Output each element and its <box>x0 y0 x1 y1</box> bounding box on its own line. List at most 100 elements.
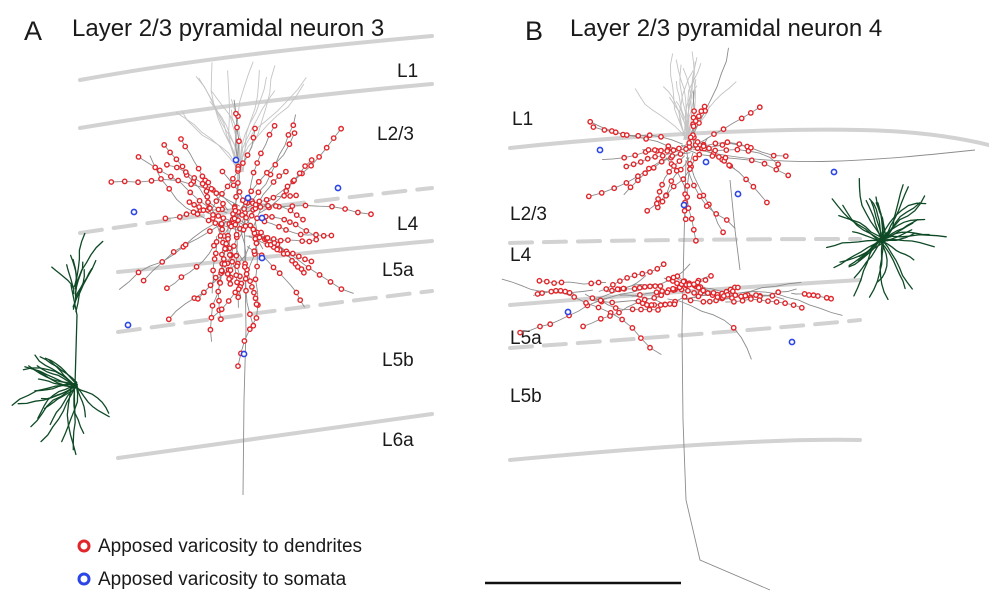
dendrite-varicosity <box>235 363 241 369</box>
dendrite-varicosity <box>557 287 564 294</box>
dendrite-varicosity <box>587 118 594 125</box>
dendrite-varicosity <box>656 188 663 195</box>
dendrite-varicosity <box>690 226 697 233</box>
dendrite-varicosity <box>612 305 619 311</box>
dendrite-varicosity <box>655 196 661 202</box>
dendrite-varicosity <box>173 164 180 171</box>
dendrite-varicosity <box>534 291 541 297</box>
dendrite-varicosity <box>631 285 638 292</box>
dendrite-varicosity <box>623 163 630 170</box>
dendrite-varicosity <box>641 283 648 290</box>
dendrite-varicosity <box>163 161 170 168</box>
dendrite-varicosity <box>617 278 623 284</box>
dendrite-varicosity <box>253 315 260 321</box>
dendrite-varicosity <box>658 147 664 154</box>
dendrite-varicosity <box>239 160 246 167</box>
stellate-dendrite <box>879 241 889 301</box>
dendrite-varicosity <box>695 113 702 120</box>
dendrite-varicosity <box>720 229 726 236</box>
dendrite-varicosity <box>611 185 618 192</box>
dendrite-varicosity <box>293 212 300 219</box>
dendrite-varicosity <box>558 279 565 286</box>
layer-label-a-l6a: L6a <box>382 430 414 451</box>
dendrite-varicosity <box>167 149 174 156</box>
dendrite-varicosity <box>620 285 627 292</box>
dendrite-varicosity <box>595 304 602 311</box>
dendrite-varicosity <box>748 157 755 164</box>
dendrite-varicosity <box>208 185 215 192</box>
dendrite-varicosity <box>723 217 730 223</box>
apical-tuft-branch <box>240 77 307 173</box>
dendrite-varicosity <box>236 138 242 145</box>
dendrite-varicosity <box>286 219 293 226</box>
dendrite-varicosity <box>235 286 242 293</box>
basal-dendrite <box>66 383 77 456</box>
neuron-a-red-varicosities <box>108 110 374 369</box>
panel-a-title: Layer 2/3 pyramidal neuron 3 <box>72 15 384 42</box>
neuron-b-axon <box>501 47 976 591</box>
dendrite-varicosity <box>659 198 666 205</box>
dendrite-varicosity <box>726 162 732 169</box>
dendrite-varicosity <box>246 311 253 318</box>
dendrite-varicosity <box>671 301 678 308</box>
dendrite-varicosity <box>263 169 270 176</box>
dendrite-varicosity <box>290 122 297 129</box>
panel-a: A Layer 2/3 pyramidal neuron 3 L1 L2/3 L… <box>11 15 434 496</box>
dendrite-varicosity <box>609 287 615 294</box>
dendrite-varicosity <box>252 295 259 302</box>
dendrite-varicosity <box>708 272 714 279</box>
axon-l5-collateral <box>539 280 607 285</box>
dendrite-varicosity <box>687 297 694 304</box>
dendrite-varicosity <box>297 231 304 238</box>
dendrite-varicosity <box>194 211 201 218</box>
dendrite-varicosity <box>281 216 288 223</box>
dendrite-varicosity <box>233 193 240 200</box>
dendrite-varicosity <box>207 326 214 333</box>
dendrite-varicosity <box>235 294 242 301</box>
dendrite-varicosity <box>207 282 214 289</box>
dendrite-varicosity <box>635 173 641 180</box>
dendrite-varicosity <box>250 169 257 176</box>
dendrite-varicosity <box>196 204 203 210</box>
dendrite-varicosity <box>742 292 749 299</box>
apical-branch <box>51 266 75 290</box>
dendrite-varicosity <box>283 188 290 194</box>
dendrite-varicosity <box>272 161 279 168</box>
dendrite-varicosity <box>173 156 180 163</box>
dendrite-varicosity <box>688 215 695 222</box>
dendrite-varicosity <box>241 206 248 212</box>
basal-dendrite <box>30 385 76 428</box>
dendrite-varicosity <box>756 297 763 303</box>
dendrite-varicosity <box>614 286 621 293</box>
legend-dendrites-label: Apposed varicosity to dendrites <box>98 536 362 557</box>
basal-dendrite <box>49 384 78 426</box>
dendrite-varicosity <box>644 207 651 214</box>
dendrite-varicosity <box>601 127 608 133</box>
soma-varicosity <box>124 321 132 329</box>
dendrite-varicosity <box>724 139 731 146</box>
dendrite-varicosity <box>637 159 644 165</box>
dendrite-varicosity <box>680 278 687 285</box>
dendrite-varicosity <box>723 147 730 154</box>
dendrite-varicosity <box>368 211 374 218</box>
dendrite-varicosity <box>274 246 280 253</box>
dendrite-varicosity <box>709 153 716 159</box>
dendrite-varicosity <box>250 289 257 296</box>
soma-varicosity <box>564 308 572 316</box>
dendrite-varicosity <box>225 235 231 242</box>
dendrite-varicosity <box>200 289 207 296</box>
dendrite-varicosity <box>588 280 595 287</box>
soma-varicosity <box>788 338 796 346</box>
dendrite-varicosity <box>676 145 682 152</box>
dendrite-varicosity <box>215 213 222 219</box>
dendrite-varicosity <box>250 322 257 329</box>
dendrite-varicosity <box>651 294 658 301</box>
dendrite-varicosity <box>630 161 637 168</box>
dendrite-varicosity <box>330 135 337 142</box>
basal-dendrite <box>48 359 76 387</box>
dendrite-varicosity <box>300 269 307 276</box>
soma-varicosity <box>240 350 248 358</box>
dendrite-varicosity <box>135 269 142 276</box>
dendrite-varicosity <box>676 158 683 165</box>
dendrite-varicosity <box>543 278 550 285</box>
